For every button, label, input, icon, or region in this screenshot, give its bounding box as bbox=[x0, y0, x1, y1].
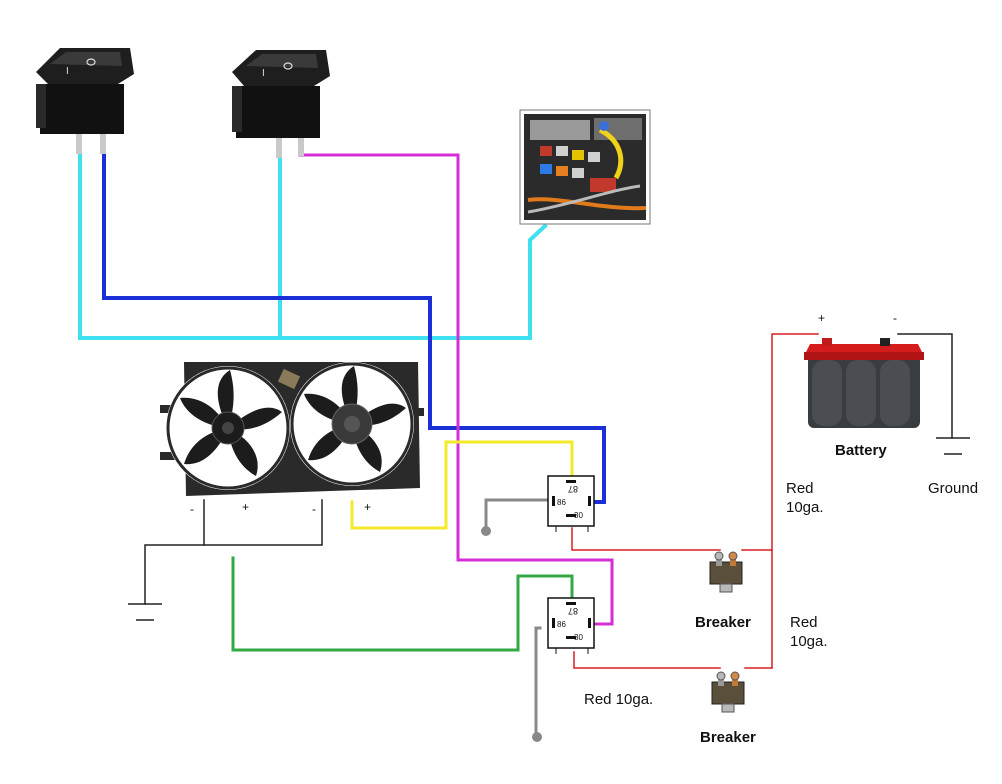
battery-plus-terminal: + bbox=[818, 311, 825, 325]
dual-cooling-fan bbox=[160, 362, 424, 496]
ground-label: Ground bbox=[928, 480, 979, 497]
blue-wire bbox=[102, 150, 606, 504]
switch-symbol-i: I bbox=[66, 66, 69, 77]
yellow-wire bbox=[350, 440, 574, 530]
battery-label: Battery bbox=[835, 442, 887, 459]
relay-2: 87 86 30 bbox=[547, 597, 595, 654]
battery bbox=[804, 338, 924, 428]
red-10ga-label-top-line2: 10ga. bbox=[786, 499, 824, 516]
red-10ga-label-bottom: Red 10ga. bbox=[584, 691, 654, 708]
green-wire bbox=[231, 556, 574, 652]
black-wire-fan-ground bbox=[144, 499, 205, 605]
fan-terminal-3: - bbox=[312, 502, 316, 516]
fan-terminal-2: + bbox=[242, 500, 249, 514]
breaker-label-bottom: Breaker bbox=[700, 729, 756, 746]
black-wire-battery-ground bbox=[897, 333, 953, 439]
red-10ga-label-mid-line2: 10ga. bbox=[790, 633, 828, 650]
switch-symbol-o bbox=[86, 58, 96, 66]
switch-symbol-o bbox=[283, 62, 293, 70]
fan-terminal-4: + bbox=[364, 500, 371, 514]
rocker-switch-1: I bbox=[36, 48, 134, 154]
relay-1-pin-87: 87 bbox=[568, 484, 578, 494]
fuse-box-photo bbox=[519, 109, 651, 225]
breaker-label-top: Breaker bbox=[695, 614, 751, 631]
red-wire-relay2 bbox=[573, 651, 721, 669]
red-10ga-label-mid-line1: Red bbox=[790, 614, 818, 631]
relay-1-pin-86: 86 bbox=[557, 498, 566, 507]
relay-2-pin-86: 86 bbox=[557, 620, 566, 629]
red-wire-battery bbox=[771, 333, 819, 669]
switch-symbol-i: I bbox=[262, 68, 265, 79]
relay-1: 87 86 30 bbox=[547, 475, 595, 532]
magenta-wire bbox=[298, 153, 614, 626]
red-10ga-label-top-line1: Red bbox=[786, 480, 814, 497]
relay-2-pin-87: 87 bbox=[568, 606, 578, 616]
cyan-wire-switch1 bbox=[78, 150, 532, 340]
red-wire-relay1 bbox=[571, 527, 721, 551]
ground-symbol-battery bbox=[936, 437, 970, 455]
battery-minus-terminal: - bbox=[893, 311, 897, 325]
relay-1-pin-30: 30 bbox=[574, 511, 583, 520]
ground-symbol-fan bbox=[128, 603, 162, 621]
gray-wire-relay2 bbox=[534, 626, 542, 738]
ground-point-relay1 bbox=[481, 526, 491, 536]
black-wire-fan-ground-2 bbox=[203, 499, 323, 546]
ground-point-relay2 bbox=[532, 732, 542, 742]
gray-wire-relay1 bbox=[484, 498, 548, 532]
cyan-wire-fusebox bbox=[528, 223, 548, 340]
circuit-breaker-2 bbox=[711, 671, 745, 713]
rocker-switch-2: I bbox=[232, 50, 330, 158]
fan-terminal-1: - bbox=[190, 502, 194, 516]
wires bbox=[78, 150, 953, 742]
circuit-breaker-1 bbox=[709, 551, 743, 593]
relay-2-pin-30: 30 bbox=[574, 633, 583, 642]
